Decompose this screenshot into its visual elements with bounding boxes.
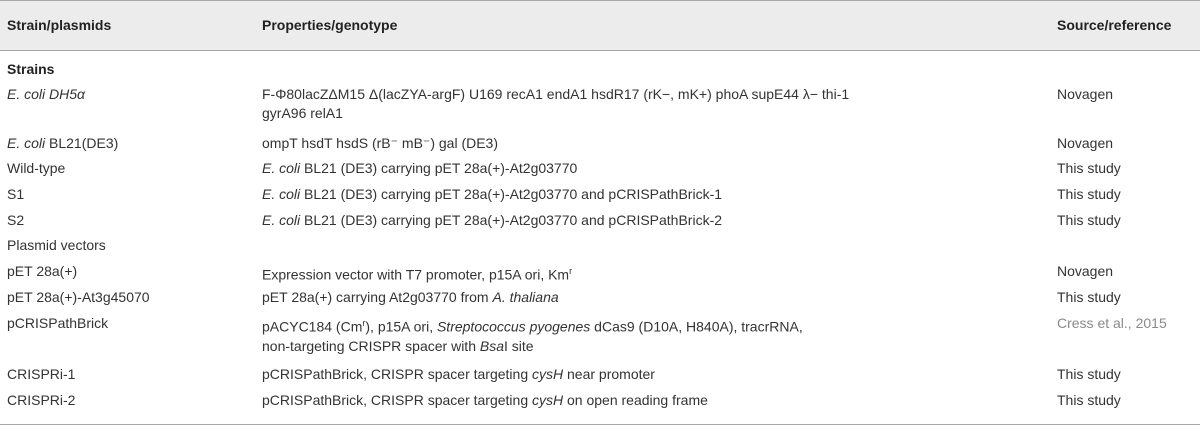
row-source: This study	[1057, 366, 1121, 382]
row-name: pCRISPathBrick	[7, 315, 109, 331]
row-properties: ompT hsdT hsdS (rB⁻ mB⁻) gal (DE3)	[262, 135, 498, 151]
header-band	[0, 0, 1200, 50]
row-properties: Expression vector with T7 promoter, p15A…	[262, 266, 573, 283]
row-source: Novagen	[1057, 86, 1114, 102]
header-rule	[0, 50, 1200, 51]
row-source: Novagen	[1057, 135, 1114, 151]
row-properties: pET 28a(+) carrying At2g03770 from A. th…	[262, 289, 559, 305]
section-strains-label: Strains	[7, 61, 55, 77]
row-name: CRISPRi-2	[7, 392, 76, 408]
row-properties: pACYC184 (Cmr), p15A ori, Streptococcus …	[262, 318, 803, 354]
header-properties-genotype: Properties/genotype	[262, 17, 398, 33]
row-source: This study	[1057, 392, 1121, 408]
row-name: E. coli BL21(DE3)	[7, 135, 119, 151]
row-name: S2	[7, 212, 25, 228]
row-properties: F-Φ80lacZΔM15 Δ(lacZYA-argF) U169 recA1 …	[262, 86, 850, 121]
bottom-rule	[0, 424, 1200, 425]
row-source: This study	[1057, 186, 1121, 202]
row-source: This study	[1057, 212, 1121, 228]
row-properties: E. coli BL21 (DE3) carrying pET 28a(+)-A…	[262, 160, 578, 176]
row-name: pET 28a(+)-At3g45070	[7, 289, 150, 305]
row-properties: E. coli BL21 (DE3) carrying pET 28a(+)-A…	[262, 212, 723, 228]
header-strain-plasmids: Strain/plasmids	[7, 17, 112, 33]
row-name: E. coli DH5α	[7, 86, 86, 102]
row-source-citation-link[interactable]: Cress et al., 2015	[1057, 315, 1167, 331]
top-rule	[0, 0, 1200, 1]
row-source: Novagen	[1057, 263, 1114, 279]
section-plasmid-vectors-label: Plasmid vectors	[7, 237, 106, 253]
row-name: CRISPRi-1	[7, 366, 76, 382]
row-properties: pCRISPathBrick, CRISPR spacer targeting …	[262, 392, 708, 408]
row-source: This study	[1057, 289, 1121, 305]
row-properties: E. coli BL21 (DE3) carrying pET 28a(+)-A…	[262, 186, 723, 202]
row-name: S1	[7, 186, 25, 202]
row-name: pET 28a(+)	[7, 263, 78, 279]
header-source-reference: Source/reference	[1057, 17, 1172, 33]
row-properties: pCRISPathBrick, CRISPR spacer targeting …	[262, 366, 655, 382]
row-source: This study	[1057, 160, 1121, 176]
row-name: Wild-type	[7, 160, 66, 176]
